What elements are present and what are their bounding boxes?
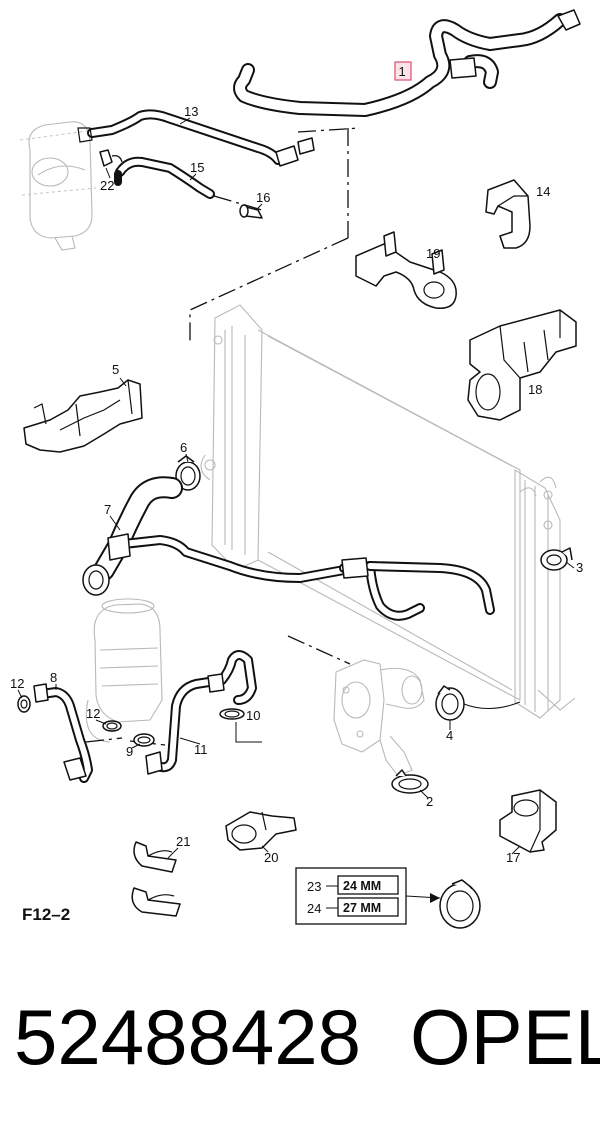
clamp-22 <box>99 149 123 167</box>
callout-labels: 13 15 22 16 14 19 18 5 6 7 3 8 12 12 10 … <box>10 104 583 865</box>
connector-16 <box>239 204 263 219</box>
clamp-10 <box>219 708 245 720</box>
hose-11 <box>145 650 257 775</box>
ghost-radiator <box>200 304 576 719</box>
clamp-9 <box>133 733 155 747</box>
callout-8[interactable]: 8 <box>50 670 57 685</box>
callout-16[interactable]: 16 <box>256 190 270 205</box>
ghost-expansion-tank <box>19 121 97 251</box>
callout-2[interactable]: 2 <box>426 794 433 809</box>
callout-12-mid[interactable]: 12 <box>86 706 100 721</box>
thermostat-housing <box>333 659 425 777</box>
callout-3[interactable]: 3 <box>576 560 583 575</box>
legend-size-24mm: 24 MM <box>343 879 381 893</box>
svg-text:1: 1 <box>399 64 406 79</box>
callout-6[interactable]: 6 <box>180 440 187 455</box>
callout-5[interactable]: 5 <box>112 362 119 377</box>
callout-7[interactable]: 7 <box>104 502 111 517</box>
hose-13 <box>77 109 299 167</box>
clamp-2 <box>391 769 429 794</box>
hose-15 <box>114 156 215 199</box>
callout-18[interactable]: 18 <box>528 382 542 397</box>
callout-15[interactable]: 15 <box>190 160 204 175</box>
callout-22[interactable]: 22 <box>100 178 114 193</box>
hose-8 <box>33 683 123 783</box>
legend-ref-24: 24 <box>307 901 321 916</box>
bracket-18 <box>467 309 577 421</box>
size-legend: 23 24 24 MM 27 MM <box>295 867 441 925</box>
clamp-12-mid <box>102 720 122 732</box>
bracket-19 <box>355 231 457 309</box>
part-number: 52488428 <box>14 993 362 1081</box>
clip-21 <box>131 841 181 917</box>
callout-1-highlight[interactable]: 1 <box>394 61 412 81</box>
brand-name: OPEL <box>410 993 600 1081</box>
clamp-4 <box>435 685 465 721</box>
clamp-12-left <box>17 695 31 713</box>
bracket-14 <box>485 179 531 249</box>
callout-10[interactable]: 10 <box>246 708 260 723</box>
clamp-3 <box>540 547 573 571</box>
callout-14[interactable]: 14 <box>536 184 550 199</box>
clamp-23-24 <box>439 879 481 929</box>
ghost-engine-block <box>85 598 163 743</box>
clamp-20 <box>225 811 297 851</box>
callout-17[interactable]: 17 <box>506 850 520 865</box>
legend-size-27mm: 27 MM <box>343 901 381 915</box>
callout-9[interactable]: 9 <box>126 744 133 759</box>
callout-19[interactable]: 19 <box>426 246 440 261</box>
clamp-6 <box>175 455 201 491</box>
callout-20[interactable]: 20 <box>264 850 278 865</box>
callout-4[interactable]: 4 <box>446 728 453 743</box>
callout-13[interactable]: 13 <box>184 104 198 119</box>
callout-21[interactable]: 21 <box>176 834 190 849</box>
callout-11[interactable]: 11 <box>194 742 208 757</box>
clip-13 <box>297 137 315 155</box>
callout-12-left[interactable]: 12 <box>10 676 24 691</box>
callout-leaders <box>17 117 575 859</box>
hose-7 <box>82 476 495 621</box>
figure-code: F12–2 <box>22 905 70 924</box>
hose-1 <box>233 9 581 117</box>
bracket-17 <box>499 789 557 853</box>
bracket-5 <box>23 379 143 453</box>
legend-ref-23: 23 <box>307 879 321 894</box>
